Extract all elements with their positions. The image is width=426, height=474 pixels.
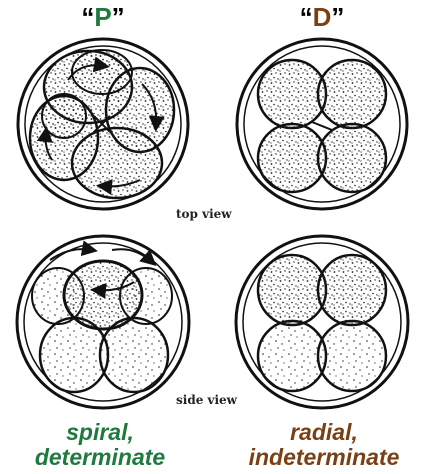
spiral-side-view-embryo [17, 236, 189, 408]
spiral-caption-line2: determinate [0, 445, 200, 470]
radial-side-view-embryo [236, 236, 408, 408]
micromere-cells [32, 261, 172, 329]
spiral-caption: spiral, determinate [0, 420, 200, 470]
radial-caption: radial, indeterminate [222, 420, 426, 470]
fertilization-envelope [237, 39, 407, 209]
spiral-caption-line1: spiral, [0, 420, 200, 445]
radial-caption-line1: radial, [222, 420, 426, 445]
fertilization-envelope [236, 236, 408, 408]
top-view-label: top view [176, 207, 232, 221]
side-view-label: side view [176, 393, 237, 407]
radial-caption-line2: indeterminate [222, 445, 426, 470]
radial-top-view-embryo [237, 39, 407, 209]
spiral-top-view-embryo [18, 39, 188, 209]
